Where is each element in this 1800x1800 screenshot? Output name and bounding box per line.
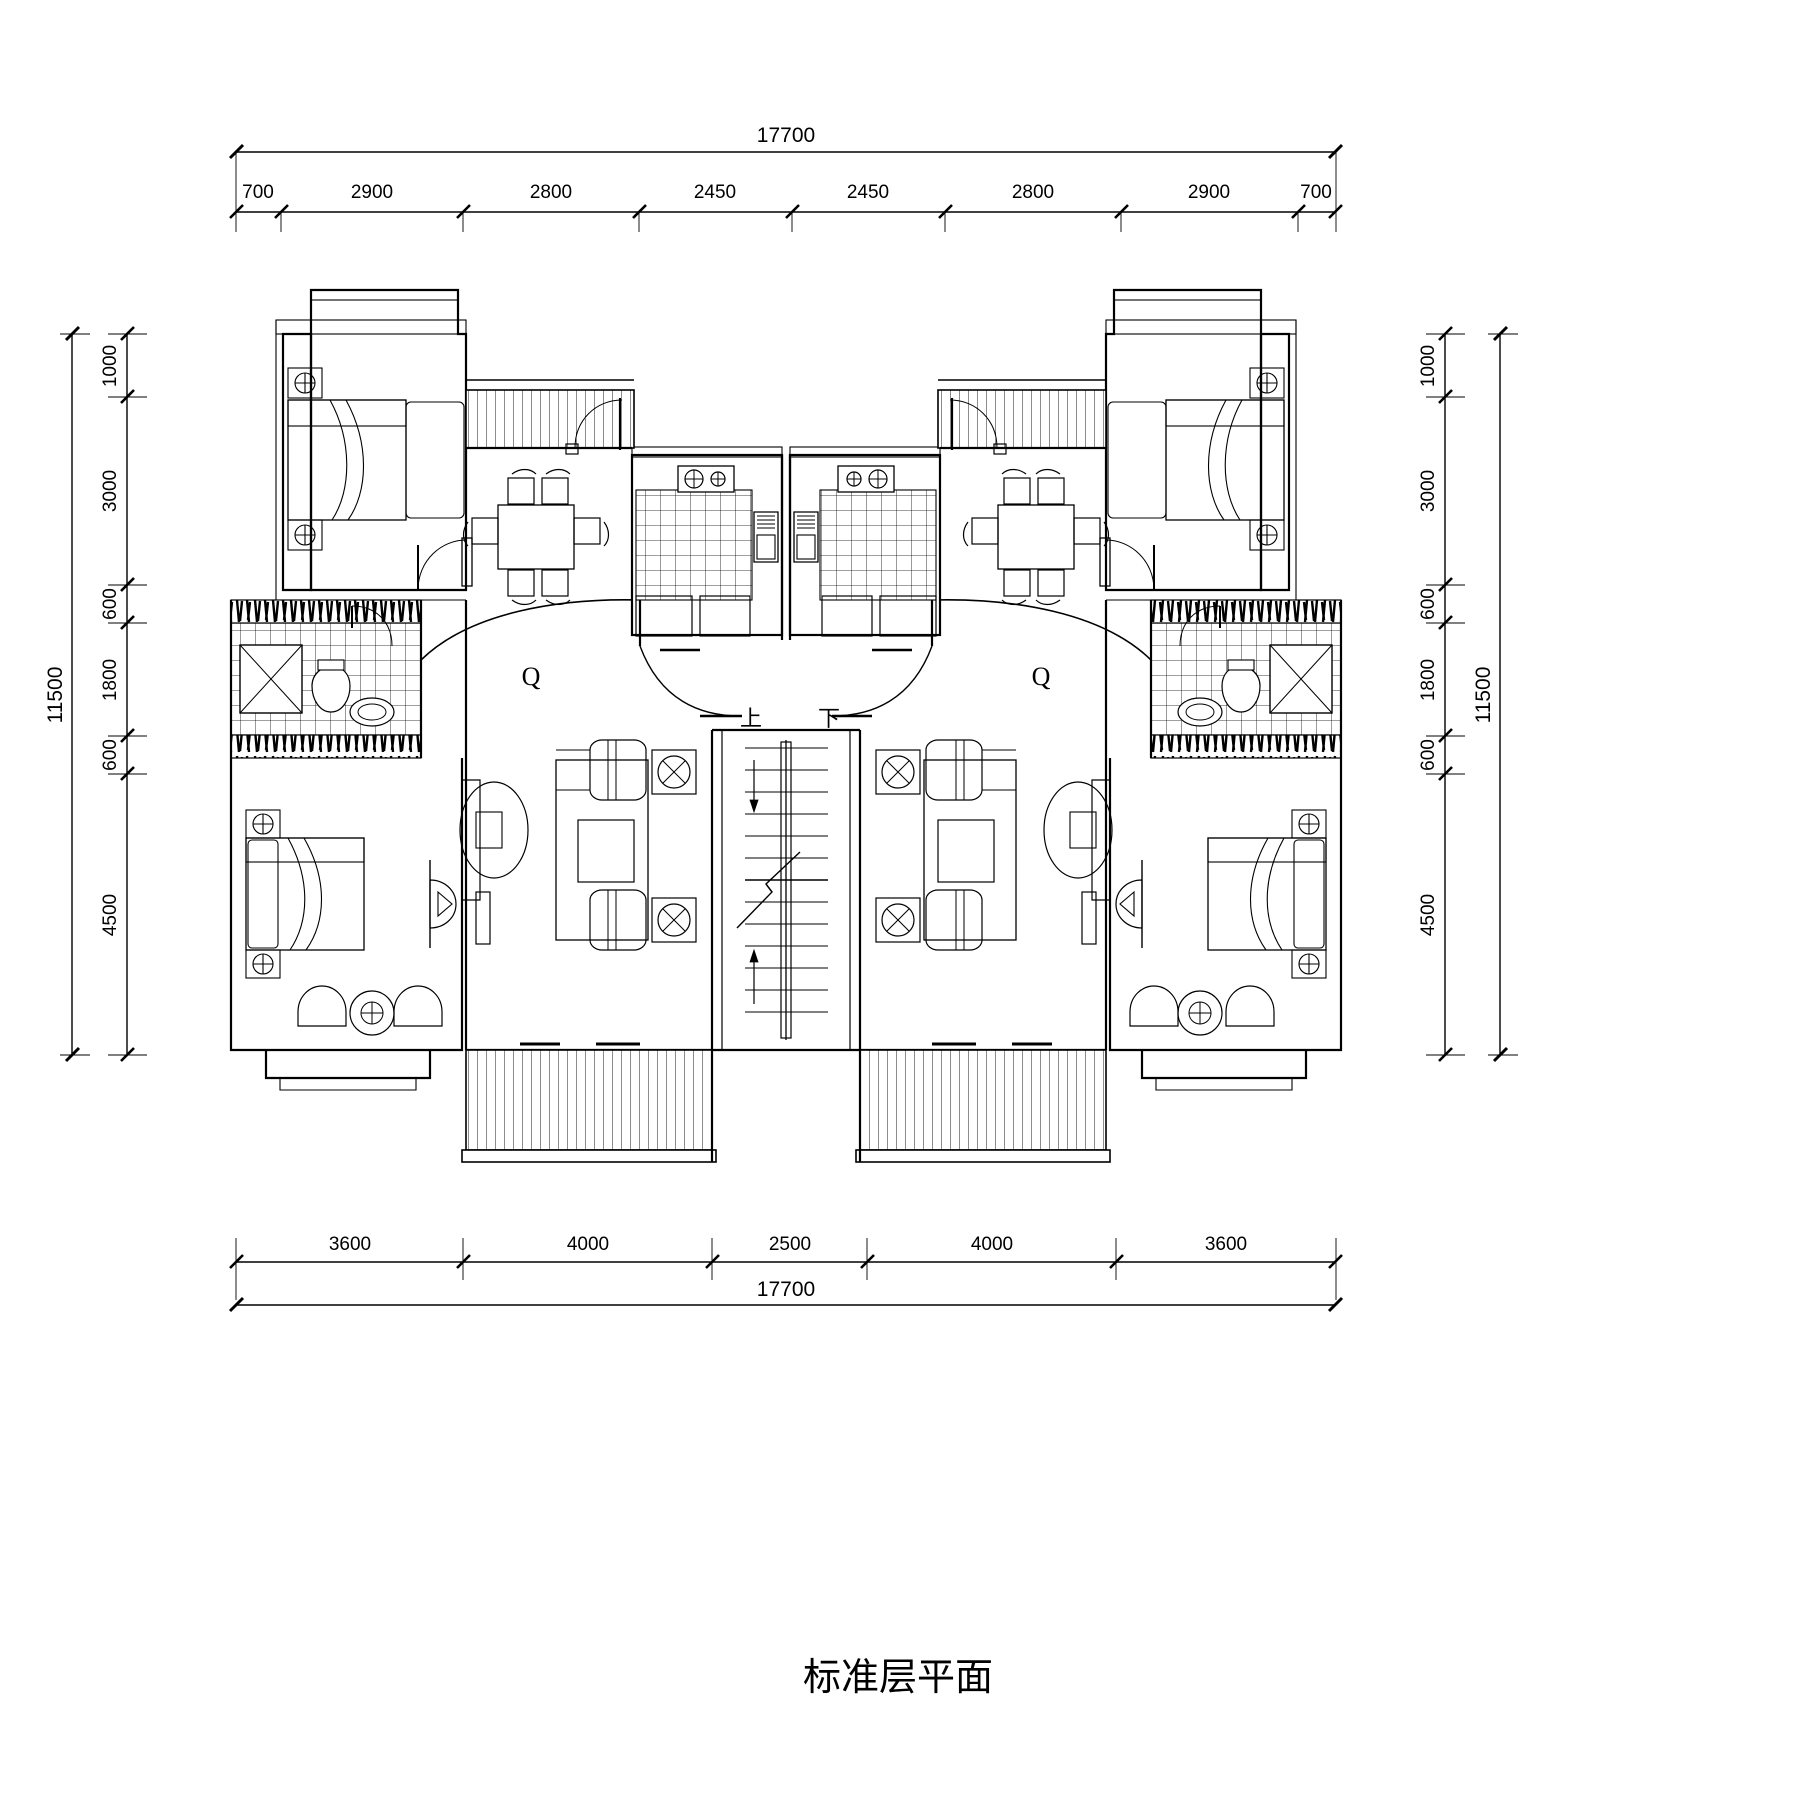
- dim-bottom-seg-1: 4000: [567, 1234, 609, 1255]
- left-bathroom: [229, 599, 423, 759]
- top-dimension-chain: [228, 143, 1344, 232]
- right-entry-corridor: [937, 379, 1107, 455]
- left-entry-corridor: [465, 379, 635, 455]
- bottom-dimension-chain: [228, 1238, 1344, 1313]
- dim-top-seg-4: 2450: [847, 182, 889, 203]
- left-dimension-chain: [60, 325, 147, 1063]
- drawing-title: 标准层平面: [803, 1657, 993, 1699]
- dim-left-seg-5: 4500: [100, 894, 121, 936]
- left-unit: Q: [229, 288, 784, 1163]
- left-dining-kitchen: [462, 446, 784, 637]
- stair-up-label: 上: [740, 706, 762, 731]
- dim-top-seg-0: 700: [242, 182, 274, 203]
- left-room-tag: Q: [522, 662, 541, 691]
- dim-top-seg-2: 2800: [530, 182, 572, 203]
- dim-right-seg-1: 3000: [1418, 470, 1439, 512]
- dim-top-seg-3: 2450: [694, 182, 736, 203]
- dim-bottom-seg-3: 4000: [971, 1234, 1013, 1255]
- dim-bottom-seg-2: 2500: [769, 1234, 811, 1255]
- right-unit: [788, 288, 1343, 1163]
- dim-left-seg-2: 600: [100, 588, 121, 620]
- dim-top-seg-6: 2900: [1188, 182, 1230, 203]
- dim-top-seg-7: 700: [1300, 182, 1332, 203]
- dim-right-overall: 11500: [1472, 667, 1495, 724]
- dim-bottom-seg-0: 3600: [329, 1234, 371, 1255]
- left-bedroom: [229, 758, 529, 1091]
- dim-left-seg-0: 1000: [100, 345, 121, 387]
- stair-core: [638, 455, 934, 1162]
- dim-right-seg-5: 4500: [1418, 894, 1439, 936]
- dim-bottom-seg-4: 3600: [1205, 1234, 1247, 1255]
- dim-left-seg-1: 3000: [100, 470, 121, 512]
- dim-top-overall: 17700: [757, 124, 815, 147]
- right-dining-kitchen: [788, 446, 1110, 637]
- dim-right-seg-3: 1800: [1418, 659, 1439, 701]
- right-dimension-chain: [1426, 325, 1518, 1063]
- dim-left-seg-3: 1800: [100, 659, 121, 701]
- dim-top-seg-5: 2800: [1012, 182, 1054, 203]
- left-living-room: [420, 599, 717, 1163]
- right-room-tag: Q: [1032, 662, 1051, 691]
- right-bathroom: [1149, 599, 1343, 759]
- left-master-bedroom: [275, 288, 473, 601]
- dim-top-seg-1: 2900: [351, 182, 393, 203]
- right-master-bedroom: [1099, 288, 1297, 601]
- right-living-room: [855, 599, 1152, 1163]
- dim-left-overall: 11500: [44, 667, 67, 724]
- right-bedroom: [1043, 758, 1343, 1091]
- dim-right-seg-0: 1000: [1418, 345, 1439, 387]
- dim-right-seg-4: 600: [1418, 739, 1439, 771]
- stair-down-label: 下: [818, 706, 840, 731]
- dim-right-seg-2: 600: [1418, 588, 1439, 620]
- dim-bottom-overall: 17700: [757, 1278, 815, 1301]
- dim-left-seg-4: 600: [100, 739, 121, 771]
